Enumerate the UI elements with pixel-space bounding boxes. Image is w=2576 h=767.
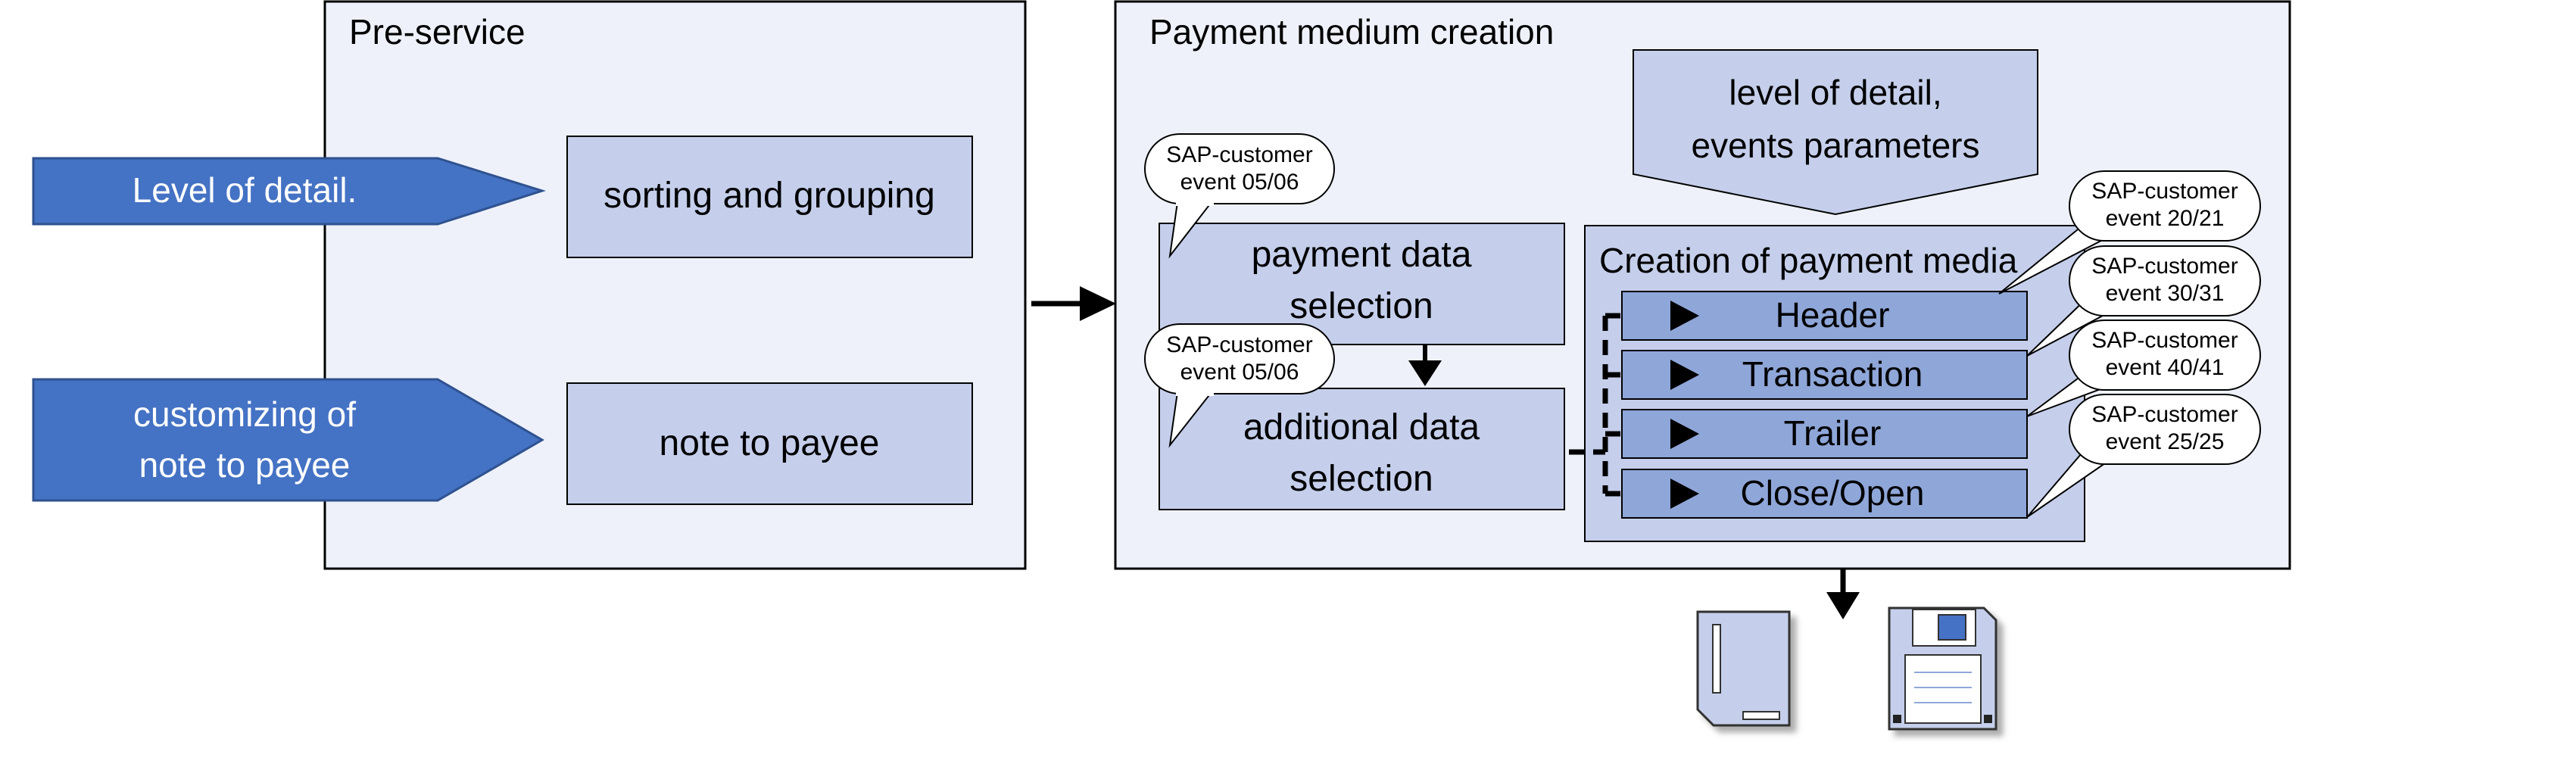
note-to-payee-label: note to payee xyxy=(660,423,880,463)
parameters-arrow: level of detail, events parameters xyxy=(1633,49,2038,216)
flow-arrow-right xyxy=(1031,286,1116,321)
step-trailer: Trailer xyxy=(1621,409,2028,459)
floppy-disk-icon xyxy=(1888,606,1997,731)
callout-line2: event 05/06 xyxy=(1180,170,1299,195)
step-close-open-label: Close/Open xyxy=(1741,473,1925,513)
callout-line1: SAP-customer xyxy=(1166,142,1312,167)
callout-event-05-06-additional: SAP-customer event 05/06 xyxy=(1144,323,1335,448)
step-header-label: Header xyxy=(1776,295,1890,335)
step-header: Header xyxy=(1621,291,2028,341)
step-transaction-label: Transaction xyxy=(1742,354,1923,394)
payment-medium-title: Payment medium creation xyxy=(1149,12,1554,51)
play-arrow-icon xyxy=(1670,360,1699,390)
callout-line1: SAP-customer xyxy=(2091,328,2238,353)
creation-title: Creation of payment media xyxy=(1599,241,2018,280)
additional-data-selection-box: additional data selection xyxy=(1159,388,1565,510)
play-arrow-icon xyxy=(1670,479,1699,509)
customizing-label-line2: note to payee xyxy=(139,445,351,485)
parameters-label-line1: level of detail, xyxy=(1729,73,1941,112)
play-arrow-icon xyxy=(1670,301,1699,331)
callout-event-05-06-payment: SAP-customer event 05/06 xyxy=(1144,133,1335,259)
payment-selection-label-line1: payment data xyxy=(1252,235,1472,275)
play-arrow-icon xyxy=(1670,419,1699,449)
output-down-arrow xyxy=(1826,569,1860,619)
callout-line2: event 25/25 xyxy=(2106,429,2225,454)
preservice-title: Pre-service xyxy=(349,12,525,51)
callout-line2: event 30/31 xyxy=(2106,281,2225,306)
step-transaction: Transaction xyxy=(1621,350,2028,400)
callout-event-25-25: SAP-customer event 25/25 xyxy=(2026,394,2261,518)
callout-line1: SAP-customer xyxy=(1166,332,1312,357)
note-to-payee-box: note to payee xyxy=(566,382,973,505)
step-close-open: Close/Open xyxy=(1621,469,2028,519)
customizing-arrow: customizing of note to payee xyxy=(32,378,544,502)
callout-event-40-41: SAP-customer event 40/41 xyxy=(2026,320,2261,417)
level-of-detail-label: Level of detail. xyxy=(133,170,357,210)
callout-line2: event 40/41 xyxy=(2106,355,2225,380)
selection-down-arrow xyxy=(1408,345,1442,386)
callout-line1: SAP-customer xyxy=(2091,402,2238,427)
sorting-grouping-box: sorting and grouping xyxy=(566,136,973,258)
callout-event-30-31: SAP-customer event 30/31 xyxy=(2026,245,2261,357)
customizing-label-line1: customizing of xyxy=(133,394,356,434)
level-of-detail-arrow: Level of detail. xyxy=(32,157,546,226)
sorting-grouping-label: sorting and grouping xyxy=(603,176,935,216)
document-icon xyxy=(1696,610,1791,727)
callout-line2: event 20/21 xyxy=(2106,206,2225,231)
additional-selection-label-line1: additional data xyxy=(1243,407,1480,447)
additional-selection-label-line2: selection xyxy=(1290,459,1433,499)
callout-line1: SAP-customer xyxy=(2091,254,2238,279)
payment-selection-label-line2: selection xyxy=(1290,286,1433,326)
callout-line2: event 05/06 xyxy=(1180,360,1299,385)
step-trailer-label: Trailer xyxy=(1784,413,1882,453)
parameters-label-line2: events parameters xyxy=(1692,126,1980,165)
callout-event-20-21: SAP-customer event 20/21 xyxy=(1998,170,2261,295)
callout-line1: SAP-customer xyxy=(2091,179,2238,204)
